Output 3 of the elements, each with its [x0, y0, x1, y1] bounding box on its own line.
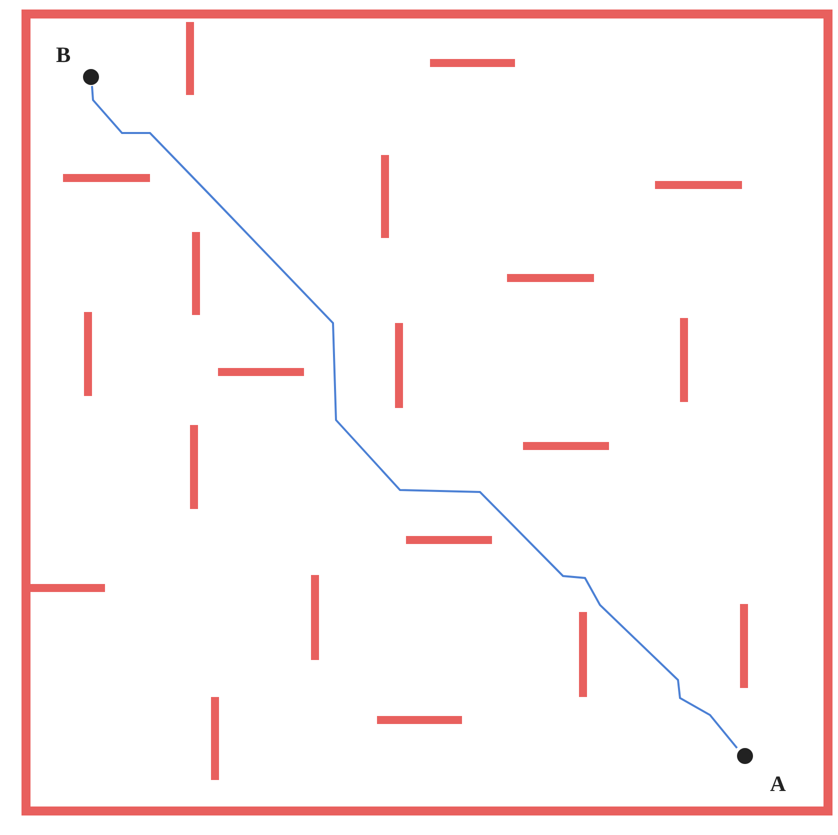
point-label: A: [770, 773, 786, 795]
path-line: [91, 86, 738, 749]
point-label: B: [56, 44, 71, 66]
